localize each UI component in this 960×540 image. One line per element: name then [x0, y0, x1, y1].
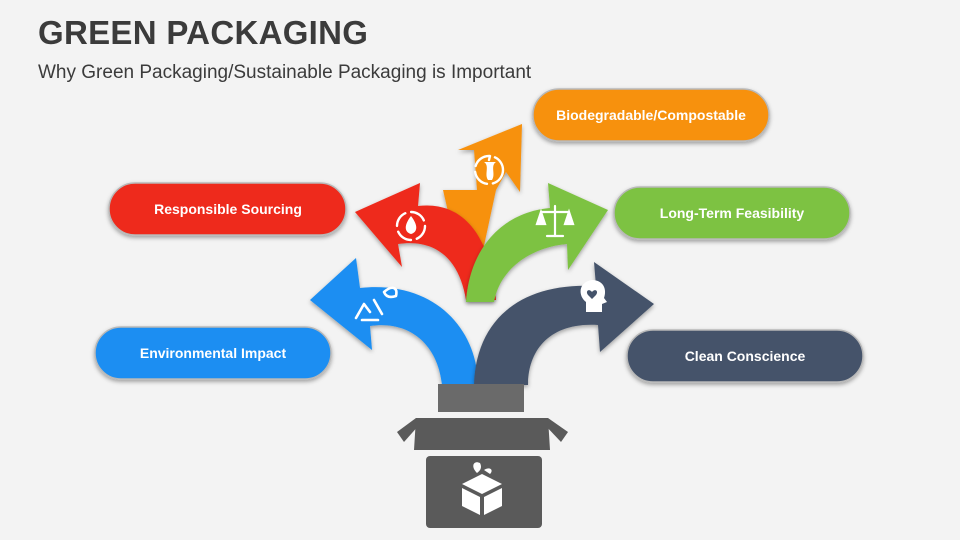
box: [397, 384, 568, 528]
pill-responsible-sourcing: Responsible Sourcing: [108, 182, 347, 236]
recycle-leaf-drop-icon: [395, 210, 427, 242]
cube-leaf-icon: [462, 462, 502, 515]
slide-title: GREEN PACKAGING: [38, 14, 369, 51]
pill-clean-conscience: Clean Conscience: [626, 329, 864, 383]
box-flap-left: [397, 418, 420, 442]
balance-scale-icon: [535, 204, 575, 238]
slide-subtitle: Why Green Packaging/Sustainable Packagin…: [38, 62, 532, 83]
pill-long-term: Long-Term Feasibility: [613, 186, 851, 240]
pill-responsible-sourcing-label: Responsible Sourcing: [154, 201, 302, 217]
arrow-long-term: [466, 183, 608, 302]
apple-core-cycle-icon: [473, 154, 505, 186]
recycle-leaf-icon: [354, 286, 398, 322]
arrow-clean-conscience: [474, 262, 654, 385]
pill-environmental-impact: Environmental Impact: [94, 326, 332, 380]
box-inner: [438, 384, 524, 412]
box-flap-right: [544, 418, 568, 442]
head-heart-icon: [580, 280, 607, 312]
pill-clean-conscience-label: Clean Conscience: [685, 348, 806, 364]
box-lid: [414, 418, 550, 450]
pill-long-term-label: Long-Term Feasibility: [660, 205, 805, 221]
pill-biodegradable-label: Biodegradable/Compostable: [556, 107, 746, 123]
pill-environmental-impact-label: Environmental Impact: [140, 345, 287, 361]
pill-biodegradable: Biodegradable/Compostable: [532, 88, 770, 142]
arrow-environmental-impact: [310, 258, 478, 385]
arrow-responsible-sourcing: [355, 183, 496, 300]
